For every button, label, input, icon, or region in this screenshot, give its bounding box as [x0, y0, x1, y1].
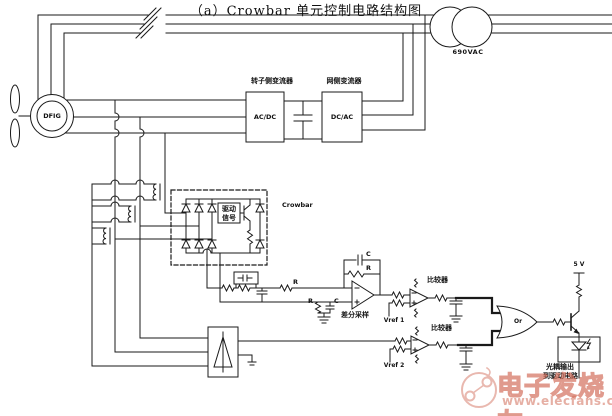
stator-lines — [64, 99, 247, 134]
opto-destination-label: 到驱动电路 — [543, 372, 578, 380]
drive-signal-label: 驱动信号 — [222, 205, 236, 222]
breaker-slash-icon — [135, 7, 162, 39]
feedback-cap-label: C — [366, 250, 371, 258]
watermark-url: www.elecfans.com — [502, 394, 612, 408]
vref1-label: Vref 1 — [383, 317, 405, 324]
sampling-label: 差分采样 — [341, 311, 369, 319]
transformer-label: 690VAC — [452, 48, 484, 56]
vref2-label: Vref 2 — [383, 362, 405, 369]
comparator1-label: 比较器 — [427, 276, 448, 284]
voltage-transducer-box — [91, 326, 257, 378]
dfig-generator-icon — [30, 94, 74, 138]
feedback-res-label: R — [366, 264, 372, 272]
sampling-network — [206, 271, 353, 324]
wind-turbine-blades-icon — [10, 84, 32, 148]
rotor-converter-title: 转子侧变流器 — [251, 77, 293, 85]
input-res-label: R — [308, 297, 314, 305]
series-res-label: R — [293, 278, 299, 286]
igbt-icon — [239, 198, 254, 254]
supply-label: 5 V — [573, 261, 585, 268]
dc-link-capacitor-icon — [283, 100, 323, 140]
crowbar-box — [170, 189, 268, 266]
watermark-brand: 电子发烧友 — [496, 371, 606, 416]
grid-converter-box — [321, 14, 426, 143]
generator-label: DFIG — [43, 112, 61, 120]
opto-output-label: 光耦输出 — [546, 363, 574, 371]
or-gate-icon — [496, 305, 572, 339]
crowbar-output-wires — [206, 248, 221, 303]
grid-converter-label: DC/AC — [330, 113, 354, 121]
transformer-icon — [429, 6, 493, 48]
optocoupler-box — [557, 336, 601, 379]
light-emission-icon — [586, 338, 592, 350]
comparator-1-icon — [388, 278, 502, 323]
rotor-converter-label: AC/DC — [253, 113, 277, 121]
input-cap-label: C — [334, 297, 339, 305]
three-phase-bus — [37, 7, 612, 101]
current-transformers — [91, 99, 213, 367]
crowbar-label: Crowbar — [282, 201, 313, 209]
opamp-icon — [343, 254, 393, 310]
or-gate-label: Or — [514, 318, 523, 325]
comparator2-label: 比较器 — [431, 324, 452, 332]
grid-converter-title: 网侧变流器 — [326, 77, 362, 85]
comparator-2-icon — [237, 326, 502, 371]
transistor-icon — [570, 272, 585, 338]
rotor-converter-box — [245, 91, 285, 143]
diode-bridge-icon — [181, 198, 265, 254]
elecfans-logo-icon — [461, 366, 497, 408]
